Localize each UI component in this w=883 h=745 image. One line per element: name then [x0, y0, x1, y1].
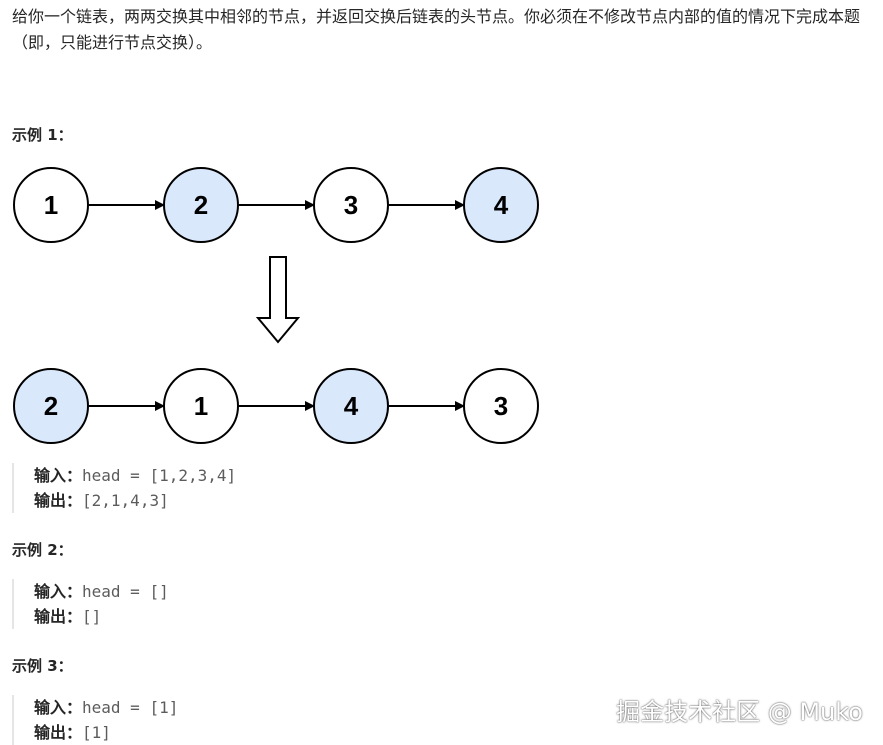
output-label: 输出：	[34, 723, 83, 742]
after-node-2: 1	[163, 368, 239, 444]
after-node-1: 2	[13, 368, 89, 444]
example-2-output: 输出：[]	[34, 604, 169, 629]
input-value: head = []	[82, 582, 169, 601]
before-node-label: 1	[44, 190, 58, 220]
example-2-input: 输入：head = []	[34, 579, 169, 604]
output-label: 输出：	[34, 607, 83, 626]
hollow-down-arrow-icon	[255, 256, 301, 344]
output-label: 输出：	[34, 491, 83, 510]
output-value: [2,1,4,3]	[82, 491, 169, 510]
problem-description: 给你一个链表，两两交换其中相邻的节点，并返回交换后链表的头节点。你必须在不修改节…	[12, 7, 861, 52]
before-node-1: 1	[13, 167, 89, 243]
after-node-label: 4	[344, 391, 359, 421]
example-3-input: 输入：head = [1]	[34, 695, 178, 720]
input-label: 输入：	[34, 466, 83, 485]
example-3-output: 输出：[1]	[34, 720, 178, 745]
before-node-4: 4	[463, 167, 539, 243]
watermark: 掘金技术社区 @ Muko	[616, 698, 863, 726]
input-value: head = [1,2,3,4]	[82, 466, 237, 485]
output-value: []	[82, 607, 102, 626]
example-1-input: 输入：head = [1,2,3,4]	[34, 463, 236, 488]
example-2-title: 示例 2：	[12, 541, 73, 559]
input-value: head = [1]	[82, 698, 179, 717]
before-node-label: 2	[194, 190, 208, 220]
example-1-output: 输出：[2,1,4,3]	[34, 488, 236, 513]
example-1-title: 示例 1：	[12, 126, 73, 144]
example-2-code: 输入：head = [] 输出：[]	[12, 579, 169, 629]
example-3-code: 输入：head = [1] 输出：[1]	[12, 695, 178, 745]
before-node-2: 2	[163, 167, 239, 243]
after-node-label: 2	[44, 391, 58, 421]
input-label: 输入：	[34, 698, 83, 717]
example-1-code: 输入：head = [1,2,3,4] 输出：[2,1,4,3]	[12, 463, 236, 513]
input-label: 输入：	[34, 582, 83, 601]
example-3-title: 示例 3：	[12, 657, 73, 675]
before-list: 1 2 3 4	[13, 167, 539, 243]
after-list: 2 1 4 3	[13, 368, 539, 444]
before-node-label: 3	[344, 190, 358, 220]
after-node-label: 3	[494, 391, 508, 421]
before-node-label: 4	[494, 190, 509, 220]
before-node-3: 3	[313, 167, 389, 243]
output-value: [1]	[82, 723, 111, 742]
after-node-label: 1	[194, 391, 208, 421]
linked-list-swap-diagram: 1 2 3 4 2 1 4	[13, 167, 539, 444]
after-node-4: 3	[463, 368, 539, 444]
after-node-3: 4	[313, 368, 389, 444]
